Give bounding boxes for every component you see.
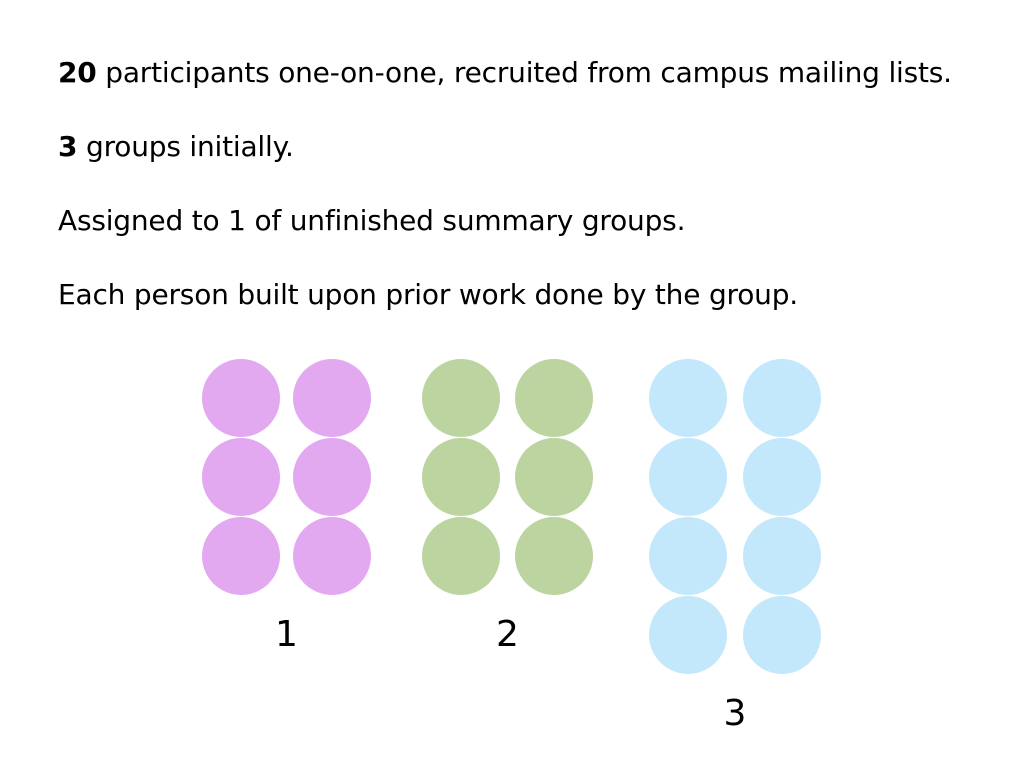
bullet-participants-count: 20 bbox=[58, 56, 97, 89]
bullet-groups: 3 groups initially. bbox=[58, 128, 1008, 166]
bullet-groups-count: 3 bbox=[58, 130, 78, 163]
group-2-member-dot bbox=[515, 517, 593, 595]
group-2-member-dot bbox=[515, 438, 593, 516]
group-3-member-dot bbox=[649, 359, 727, 437]
group-2-member-dot bbox=[422, 359, 500, 437]
group-1-label: 1 bbox=[275, 614, 298, 655]
group-3-member-dot bbox=[649, 517, 727, 595]
group-1-member-dot bbox=[293, 438, 371, 516]
group-2-member-dot bbox=[515, 359, 593, 437]
group-1-member-dot bbox=[293, 359, 371, 437]
group-1-member-dot bbox=[293, 517, 371, 595]
group-3-member-dot bbox=[743, 359, 821, 437]
group-3-member-dot bbox=[743, 517, 821, 595]
group-1-member-dot bbox=[202, 517, 280, 595]
group-3-member-dot bbox=[743, 438, 821, 516]
group-3-member-dot bbox=[649, 438, 727, 516]
bullet-participants-text: participants one-on-one, recruited from … bbox=[96, 56, 952, 89]
bullet-participants: 20 participants one-on-one, recruited fr… bbox=[58, 54, 1008, 92]
group-1-member-dot bbox=[202, 438, 280, 516]
group-3-label: 3 bbox=[723, 693, 747, 734]
bullet-assignment-text: Assigned to 1 of unfinished summary grou… bbox=[58, 204, 686, 237]
bullet-assignment: Assigned to 1 of unfinished summary grou… bbox=[58, 202, 1008, 240]
group-3-member-dot bbox=[743, 596, 821, 674]
bullet-built-upon: Each person built upon prior work done b… bbox=[58, 276, 1008, 314]
group-1-member-dot bbox=[202, 359, 280, 437]
bullet-groups-text: groups initially. bbox=[77, 130, 294, 163]
bullet-built-upon-text: Each person built upon prior work done b… bbox=[58, 278, 798, 311]
group-2-member-dot bbox=[422, 517, 500, 595]
group-2-label: 2 bbox=[496, 614, 519, 655]
group-3-member-dot bbox=[649, 596, 727, 674]
slide-text: 20 participants one-on-one, recruited fr… bbox=[58, 54, 1008, 350]
group-2-member-dot bbox=[422, 438, 500, 516]
